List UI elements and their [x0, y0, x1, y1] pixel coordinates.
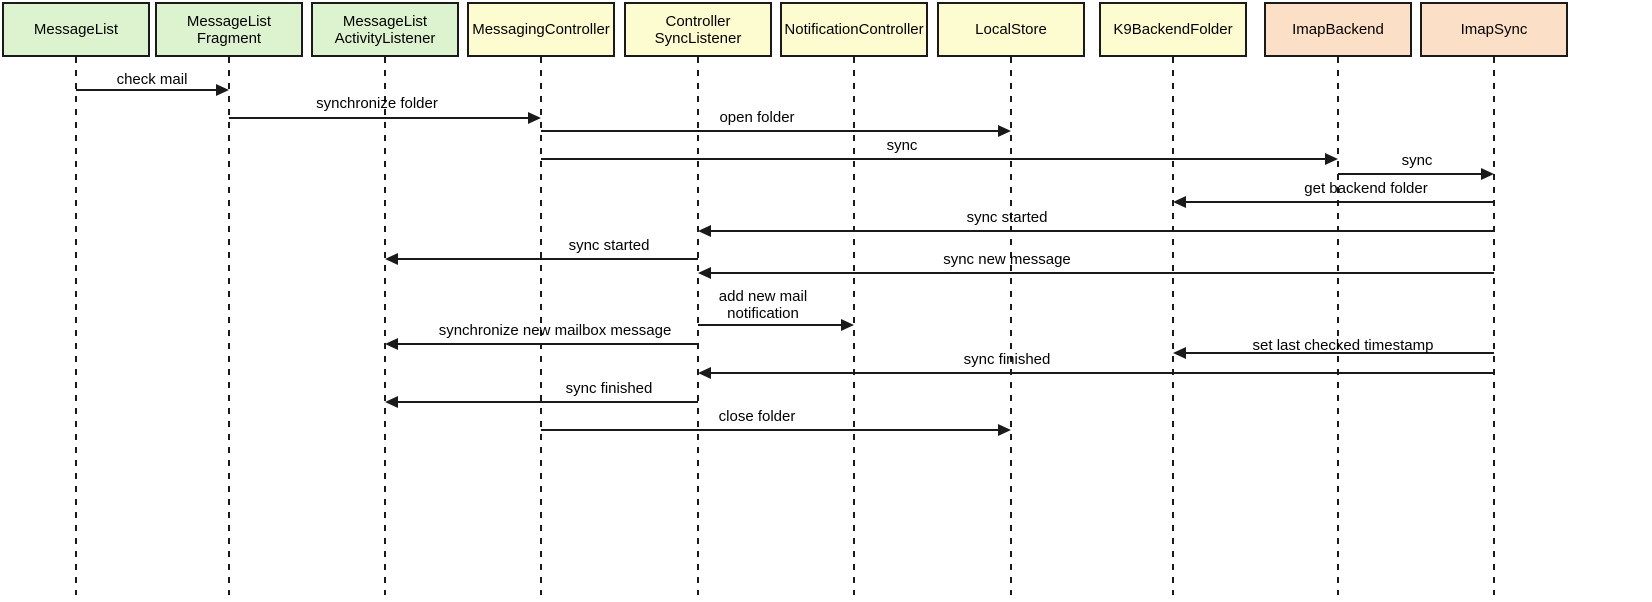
arrow-head-icon: [1173, 347, 1186, 359]
arrow-head-icon: [698, 367, 711, 379]
arrow-head-icon: [1173, 196, 1186, 208]
arrow-head-icon: [698, 267, 711, 279]
arrow-head-icon: [385, 396, 398, 408]
message-sync-finished-to-activity: [385, 396, 698, 408]
arrow-head-icon: [216, 84, 229, 96]
message-sync-new-message: [698, 267, 1494, 279]
participant-message-list: MessageList: [2, 2, 150, 57]
arrows-layer: [76, 84, 1494, 436]
arrow-head-icon: [1481, 168, 1494, 180]
participant-messaging-controller: MessagingController: [467, 2, 615, 57]
message-synchronize-folder: [229, 112, 541, 124]
arrow-head-icon: [841, 319, 854, 331]
participant-imap-backend: ImapBackend: [1264, 2, 1412, 57]
participant-k9-backend-folder: K9BackendFolder: [1099, 2, 1247, 57]
message-sync-started-to-activity: [385, 253, 698, 265]
participant-message-list-fragment: MessageList Fragment: [155, 2, 303, 57]
participant-notification-controller: NotificationController: [780, 2, 928, 57]
arrow-head-icon: [528, 112, 541, 124]
arrow-head-icon: [998, 424, 1011, 436]
message-sync-finished-to-listener: [698, 367, 1494, 379]
message-get-backend-folder: [1173, 196, 1494, 208]
arrow-head-icon: [1325, 153, 1338, 165]
message-sync-to-imapsync: [1338, 168, 1494, 180]
message-check-mail: [76, 84, 229, 96]
message-set-last-checked-timestamp: [1173, 347, 1494, 359]
message-sync-to-backend: [541, 153, 1338, 165]
arrow-head-icon: [385, 338, 398, 350]
message-open-folder: [541, 125, 1011, 137]
message-sync-started-to-listener: [698, 225, 1494, 237]
arrow-head-icon: [698, 225, 711, 237]
message-add-new-mail-notification: [698, 319, 854, 331]
message-synchronize-new-mailbox-message: [385, 338, 698, 350]
participant-message-list-activity-listener: MessageList ActivityListener: [311, 2, 459, 57]
arrow-head-icon: [998, 125, 1011, 137]
message-close-folder: [541, 424, 1011, 436]
participant-imap-sync: ImapSync: [1420, 2, 1568, 57]
arrow-head-icon: [385, 253, 398, 265]
participant-local-store: LocalStore: [937, 2, 1085, 57]
participant-controller-sync-listener: Controller SyncListener: [624, 2, 772, 57]
